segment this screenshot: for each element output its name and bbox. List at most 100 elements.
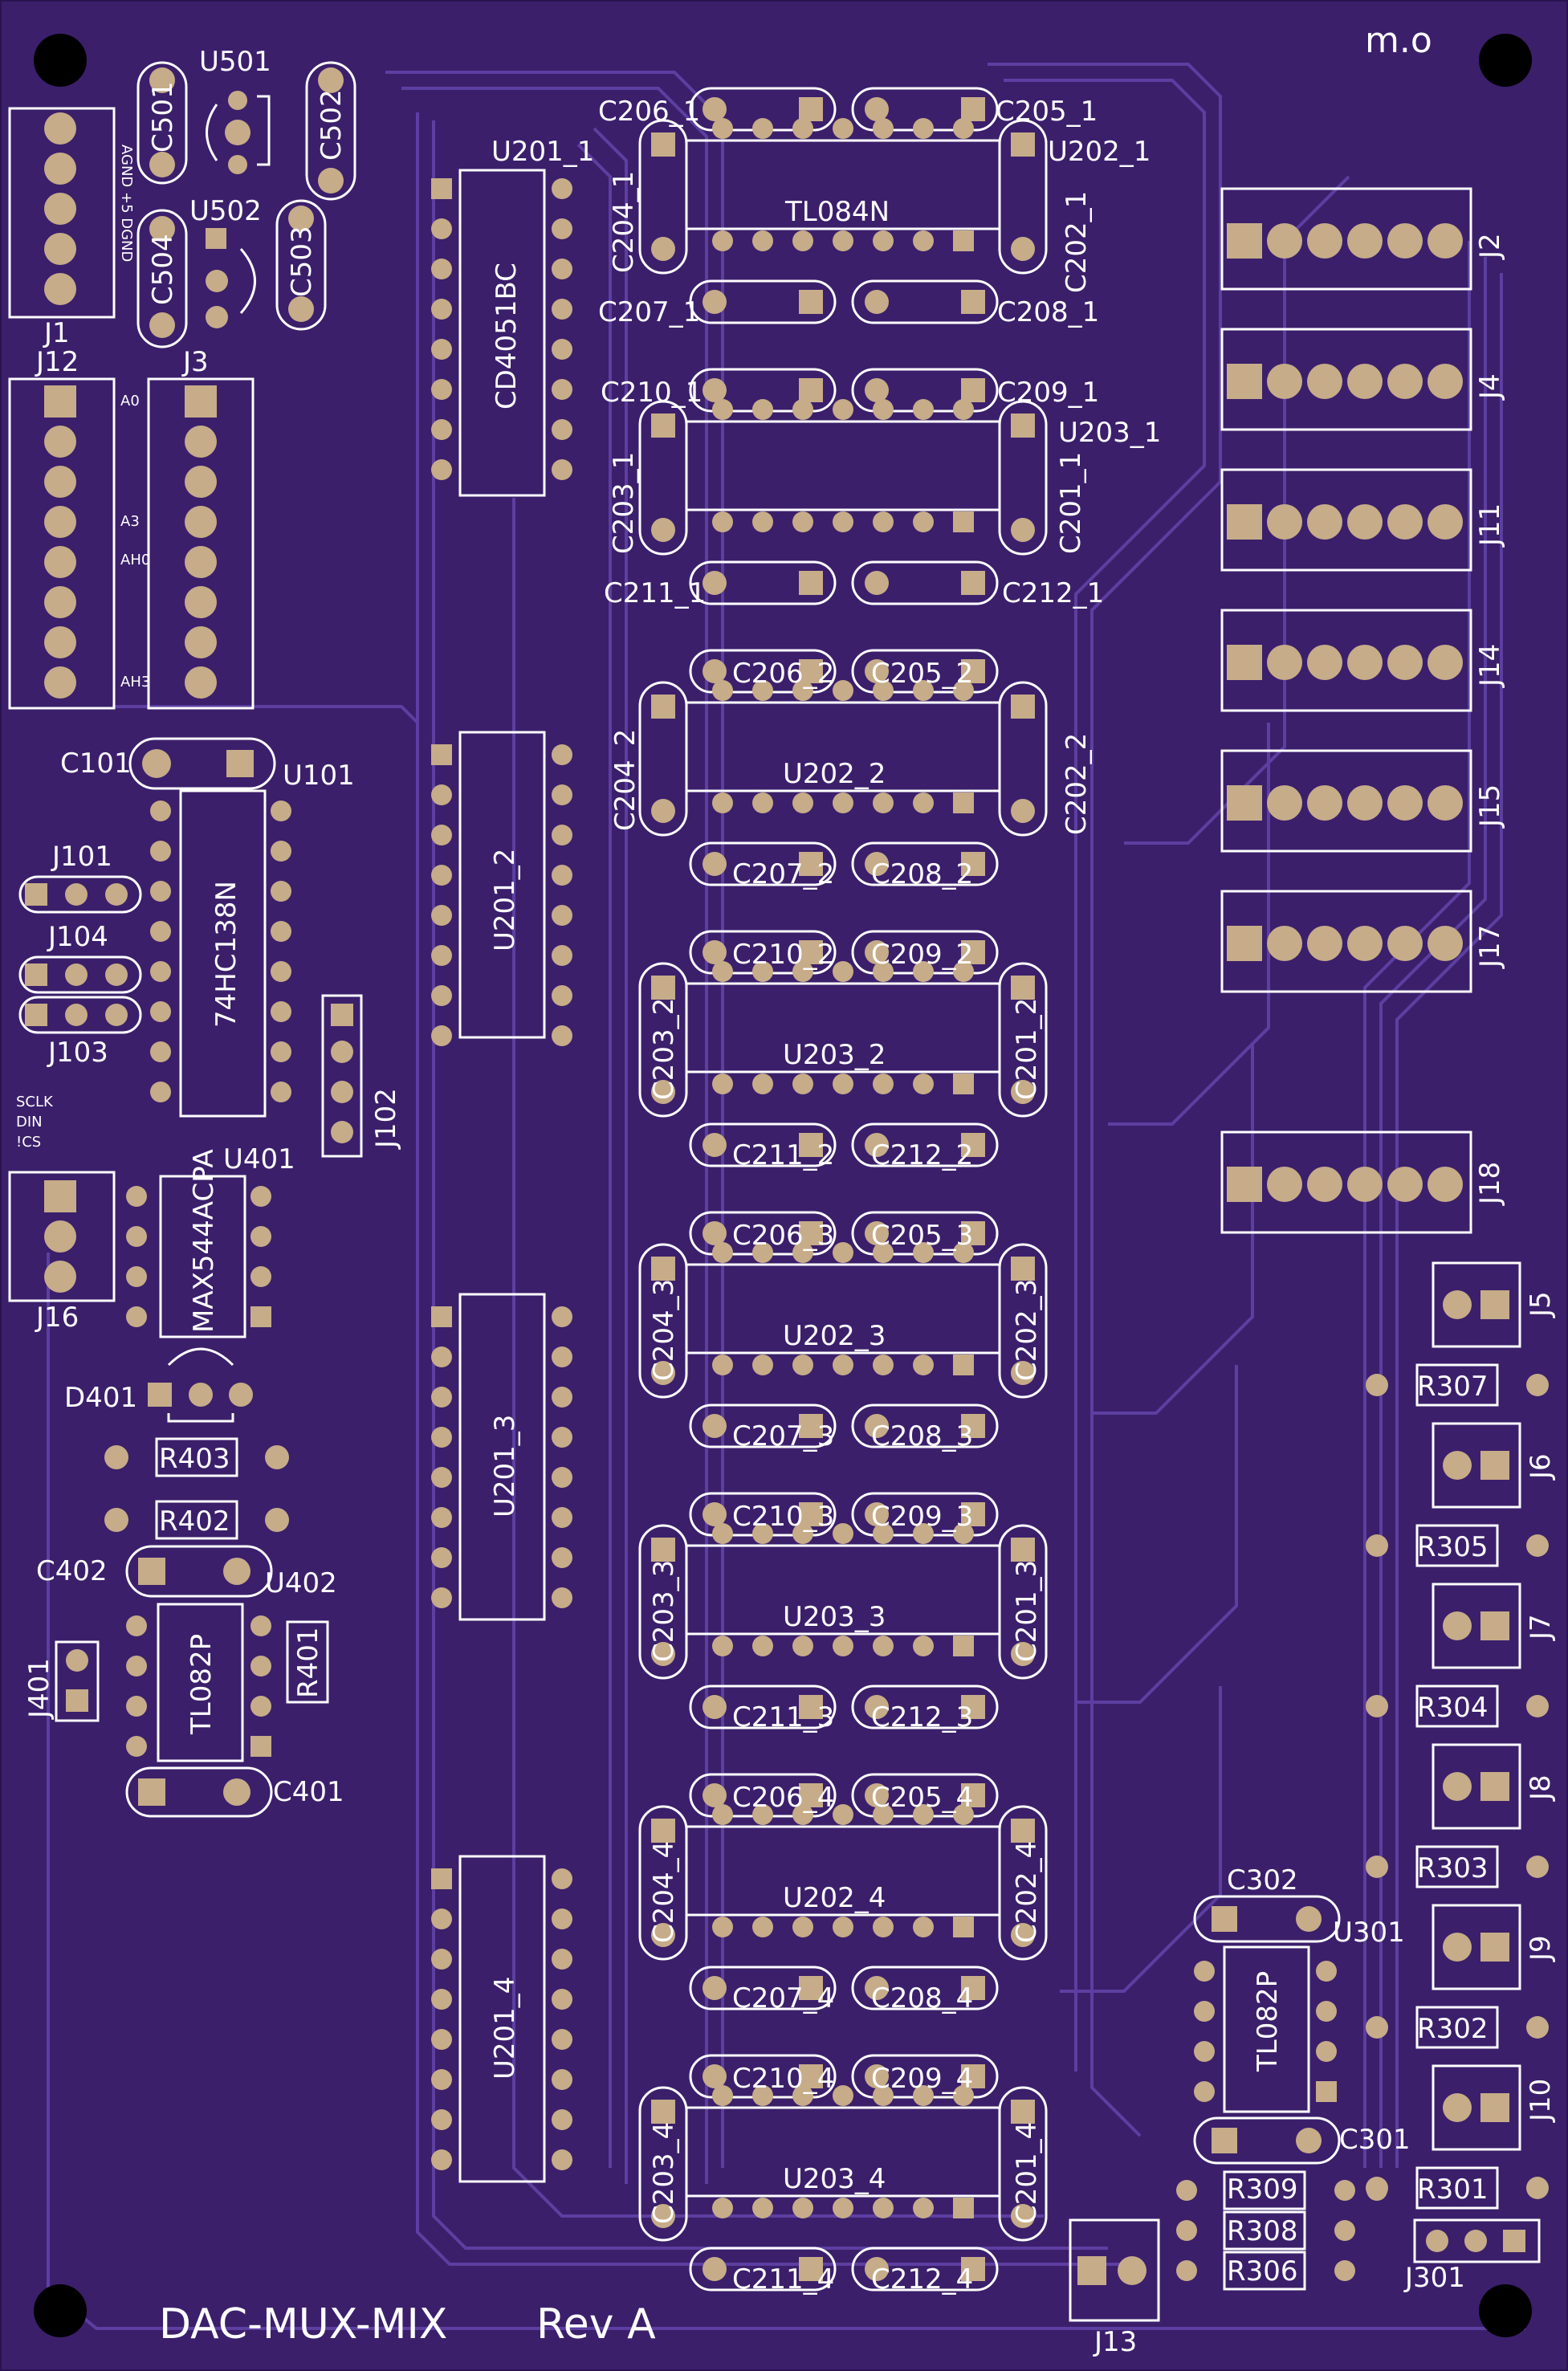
- pad: [712, 511, 733, 532]
- pad: [1176, 2220, 1197, 2241]
- pad: [865, 1414, 889, 1438]
- pad: [1526, 1856, 1549, 1878]
- pad: [651, 1257, 675, 1281]
- pad: [250, 1696, 271, 1717]
- pad: [1427, 1167, 1463, 1202]
- pad: [150, 1001, 171, 1022]
- pad: [1443, 1451, 1472, 1480]
- pad: [712, 1917, 733, 1937]
- j6-label: J6: [1525, 1453, 1557, 1481]
- pad: [873, 1523, 894, 1544]
- pad: [833, 1523, 853, 1544]
- pad: [752, 792, 773, 813]
- u202-2-label: U202_2: [783, 758, 886, 790]
- capacitor-outline: [638, 119, 688, 275]
- c203-3-label: C203_3: [648, 1560, 680, 1662]
- pad: [1011, 799, 1035, 823]
- pad: [792, 1917, 813, 1937]
- c402-outline: [125, 1545, 273, 1598]
- pad: [953, 1355, 974, 1375]
- output-header-outline: [1220, 1131, 1472, 1234]
- u203-3-label: U203_3: [783, 1601, 886, 1633]
- mux-column: U201_1 CD4051BC U201_2 U201_3 U201_4: [431, 136, 594, 2183]
- mounting-hole-icon: [1479, 34, 1532, 87]
- pad: [1366, 1374, 1388, 1396]
- pad: [792, 1804, 813, 1825]
- pad: [873, 2198, 894, 2218]
- u201-1-outline: [458, 169, 546, 497]
- pad: [185, 626, 217, 658]
- pad: [833, 118, 853, 139]
- j15-label: J15: [1474, 784, 1506, 829]
- pad: [1480, 1772, 1509, 1801]
- j104-outline: [18, 955, 142, 994]
- u201-4-outline: [458, 1855, 546, 2183]
- c207-4-label: C207_4: [732, 1982, 834, 2015]
- pad: [1443, 1611, 1472, 1640]
- pad: [552, 945, 572, 966]
- pad: [1347, 1167, 1383, 1202]
- r305-label: R305: [1417, 1531, 1489, 1563]
- pad: [703, 97, 727, 121]
- pad: [431, 1868, 452, 1889]
- pad: [552, 2069, 572, 2090]
- c204-3-label: C204_3: [648, 1279, 680, 1381]
- opamp-labels: C206_1 C205_1 U202_1 C204_1 TL084N C202_…: [598, 96, 1161, 2296]
- pad: [953, 1917, 974, 1937]
- pad: [703, 1502, 727, 1526]
- c202-4-label: C202_4: [1011, 1841, 1043, 1943]
- c501-outline: [136, 61, 188, 185]
- pad: [703, 1976, 727, 2000]
- pad: [1366, 1856, 1388, 1878]
- pad: [431, 339, 452, 360]
- c208-1-label: C208_1: [997, 296, 1099, 328]
- pad: [961, 1976, 985, 2000]
- pad: [431, 259, 452, 279]
- output-jack-labels: J2 J4 J11 J14 J15 J17 J18: [1474, 233, 1506, 1206]
- pad: [752, 1355, 773, 1375]
- cd4051-label: CD4051BC: [491, 263, 523, 409]
- j101-outline: [18, 875, 142, 914]
- pad: [913, 2085, 934, 2106]
- pad: [552, 905, 572, 926]
- pad: [1387, 926, 1423, 961]
- capacitor-outline: [998, 962, 1048, 1118]
- pad: [865, 659, 889, 683]
- pad: [799, 571, 823, 595]
- capacitor-outline: [689, 2247, 837, 2292]
- pad: [873, 1636, 894, 1656]
- pad: [1176, 2260, 1197, 2281]
- pad: [865, 1502, 889, 1526]
- pad: [833, 680, 853, 701]
- u202-4-label: U202_4: [783, 1882, 886, 1914]
- pad: [250, 1615, 271, 1636]
- pad: [44, 426, 76, 458]
- pad: [913, 1523, 934, 1544]
- r403-outline: [155, 1437, 238, 1477]
- pad: [833, 1355, 853, 1375]
- pad: [250, 1306, 271, 1327]
- pad: [961, 1133, 985, 1157]
- j3-outline: [147, 377, 255, 710]
- capacitor-outline: [689, 560, 837, 605]
- pad: [552, 744, 572, 765]
- c210-4-label: C210_4: [732, 2063, 834, 2095]
- pad: [552, 259, 572, 279]
- pad: [126, 1696, 147, 1717]
- pad: [25, 883, 47, 906]
- pad: [833, 1242, 853, 1263]
- pad: [953, 230, 974, 251]
- pad: [431, 1467, 452, 1488]
- capacitor-outline: [689, 1403, 837, 1448]
- c301-outline: [1193, 2116, 1341, 2165]
- pad: [271, 1041, 291, 1062]
- u201-3-outline: [458, 1293, 546, 1621]
- pad: [1118, 2256, 1146, 2285]
- j301-label: J301: [1403, 2262, 1465, 2294]
- pad: [792, 1073, 813, 1094]
- resistor-outline: [1415, 1845, 1499, 1888]
- pad: [865, 940, 889, 964]
- pad: [712, 2085, 733, 2106]
- pad: [752, 1804, 773, 1825]
- pad: [431, 945, 452, 966]
